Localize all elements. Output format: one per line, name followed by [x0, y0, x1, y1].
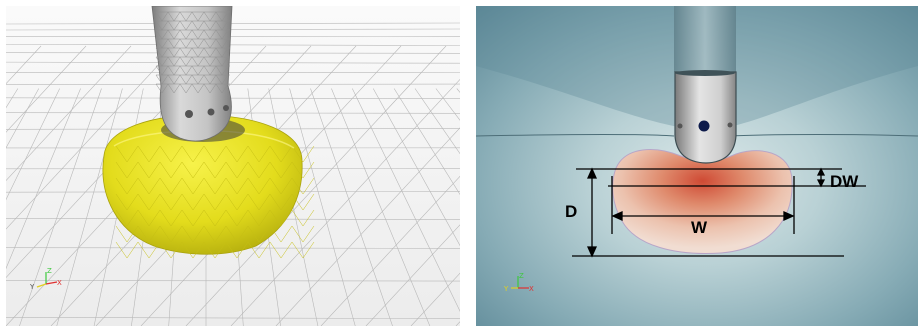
probe-center-hole: [698, 120, 710, 132]
mesh-view-svg: Z Y X: [6, 6, 460, 326]
triad-x-label: X: [529, 285, 534, 293]
triad-y-label: Y: [29, 283, 35, 291]
section-view-svg: D W DW Z Y X: [476, 6, 918, 326]
tissue-interface: [476, 134, 918, 137]
depth-label: D: [565, 202, 577, 221]
distal-width-label: DW: [830, 172, 859, 191]
needle-hole: [185, 110, 193, 118]
orientation-triad: Z Y X: [503, 272, 534, 293]
triad-z-label: Z: [519, 272, 524, 280]
triad-z-label: Z: [47, 267, 52, 275]
ablation-region: [612, 149, 793, 254]
needle-hole: [223, 105, 229, 111]
probe-side-hole: [677, 123, 683, 129]
triad-x-label: X: [57, 279, 62, 287]
probe-tip: [674, 71, 737, 164]
dimension-lines: [572, 167, 866, 258]
section-view-panel: D W DW Z Y X: [476, 6, 918, 326]
probe-shaft: [674, 6, 736, 72]
mesh-view-panel: Z Y X: [6, 6, 460, 326]
probe-collar: [675, 70, 735, 76]
needle-hole: [207, 108, 215, 116]
probe-side-hole: [727, 122, 733, 128]
triad-y-label: Y: [503, 285, 509, 293]
orientation-triad: Z Y X: [29, 267, 62, 291]
width-label: W: [691, 218, 708, 237]
needle: [151, 6, 233, 142]
ablation-zone: [102, 114, 315, 259]
